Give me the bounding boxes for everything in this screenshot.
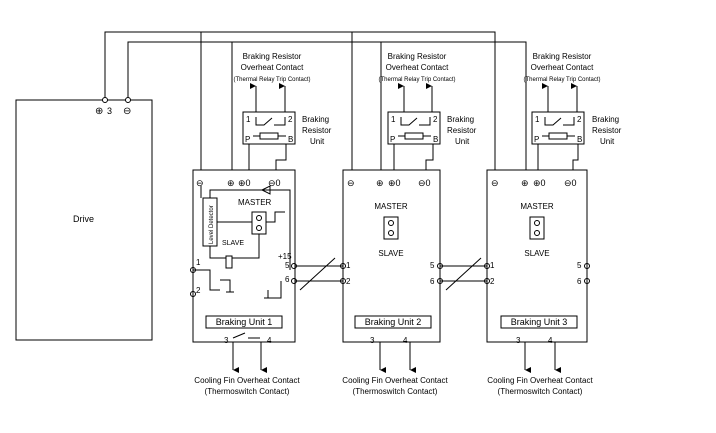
svg-text:2: 2 — [196, 286, 201, 295]
master-label: MASTER — [520, 202, 554, 211]
braking-resistor-1: Braking Resistor Overheat Contact (Therm… — [233, 52, 331, 146]
svg-text:⊕0: ⊕0 — [238, 178, 251, 188]
svg-text:⊖0: ⊖0 — [564, 178, 577, 188]
resistor-title-line3: (Thermal Relay Trip Contact) — [523, 77, 600, 83]
svg-text:P: P — [245, 135, 250, 144]
slave-label: SLAVE — [524, 249, 549, 258]
svg-text:⊕0: ⊕0 — [388, 178, 401, 188]
svg-text:1: 1 — [346, 261, 351, 270]
svg-text:1: 1 — [246, 115, 251, 124]
svg-text:1: 1 — [490, 261, 495, 270]
drive-plus-terminal-number: 3 — [107, 106, 112, 116]
svg-text:3: 3 — [516, 336, 521, 345]
cooling-fin-captions: Cooling Fin Overheat Contact (Thermoswit… — [194, 376, 593, 396]
svg-text:4: 4 — [403, 336, 408, 345]
svg-text:4: 4 — [548, 336, 553, 345]
svg-text:4: 4 — [267, 336, 272, 345]
svg-text:3: 3 — [224, 336, 229, 345]
svg-text:Braking: Braking — [592, 115, 619, 124]
braking-unit-label: Braking Unit 2 — [365, 317, 422, 327]
svg-text:2: 2 — [346, 277, 351, 286]
svg-text:⊕: ⊕ — [227, 178, 235, 188]
cooling-caption-line2: (Thermoswitch Contact) — [353, 387, 438, 396]
cooling-caption-line1: Cooling Fin Overheat Contact — [194, 376, 300, 385]
svg-text:5: 5 — [577, 261, 582, 270]
drive-label: Drive — [73, 214, 94, 224]
cooling-caption-line2: (Thermoswitch Contact) — [498, 387, 583, 396]
svg-text:2: 2 — [288, 115, 293, 124]
braking-resistor-3: Braking Resistor Overheat Contact (Therm… — [523, 52, 621, 146]
svg-text:Unit: Unit — [310, 137, 325, 146]
svg-text:Resistor: Resistor — [592, 126, 622, 135]
dc-bus-wiring — [104, 31, 579, 291]
braking-unit-box — [486, 169, 588, 343]
cooling-caption-line2: (Thermoswitch Contact) — [205, 387, 290, 396]
svg-text:⊖0: ⊖0 — [268, 178, 281, 188]
svg-text:2: 2 — [577, 115, 582, 124]
svg-text:B: B — [433, 135, 438, 144]
braking-unit-3: ⊖ ⊕ ⊕0 ⊖0 MASTER SLAVE 1 2 5 6 Braking U… — [484, 169, 590, 373]
svg-text:1: 1 — [391, 115, 396, 124]
svg-text:6: 6 — [577, 277, 582, 286]
resistor-title-line2: Overheat Contact — [241, 63, 304, 72]
svg-text:5: 5 — [285, 261, 290, 270]
level-detector-label: Level Detector — [209, 205, 215, 244]
resistor-title-line2: Overheat Contact — [531, 63, 594, 72]
svg-text:6: 6 — [285, 275, 290, 284]
svg-text:Resistor: Resistor — [447, 126, 477, 135]
resistor-title-line1: Braking Resistor — [243, 52, 302, 61]
braking-unit-label-box — [354, 315, 432, 329]
svg-text:⊖: ⊖ — [491, 178, 499, 188]
slave-label: SLAVE — [378, 249, 403, 258]
svg-text:P: P — [534, 135, 539, 144]
cooling-caption-line1: Cooling Fin Overheat Contact — [342, 376, 448, 385]
svg-text:3: 3 — [370, 336, 375, 345]
resistor-title-line3: (Thermal Relay Trip Contact) — [233, 77, 310, 83]
master-label: MASTER — [238, 198, 272, 207]
svg-text:Unit: Unit — [600, 137, 615, 146]
svg-text:⊕: ⊕ — [376, 178, 384, 188]
svg-text:1: 1 — [535, 115, 540, 124]
svg-text:+15: +15 — [278, 252, 292, 261]
svg-text:Braking: Braking — [447, 115, 474, 124]
braking-unit-2: ⊖ ⊕ ⊕0 ⊖0 MASTER SLAVE 1 2 5 6 Braking U… — [340, 169, 443, 373]
cooling-caption-line1: Cooling Fin Overheat Contact — [487, 376, 593, 385]
braking-unit-label-box — [500, 315, 578, 329]
drive-unit: ⊕ 3 ⊖ Drive — [15, 97, 153, 341]
svg-text:Unit: Unit — [455, 137, 470, 146]
master-label: MASTER — [374, 202, 408, 211]
drive-minus-terminal: ⊖ — [123, 106, 131, 117]
braking-unit-label-box — [205, 315, 283, 329]
svg-text:⊖: ⊖ — [196, 178, 204, 188]
braking-unit-label: Braking Unit 1 — [216, 317, 273, 327]
svg-text:⊕0: ⊕0 — [533, 178, 546, 188]
resistor-title-line2: Overheat Contact — [386, 63, 449, 72]
braking-resistor-2: Braking Resistor Overheat Contact (Therm… — [378, 52, 476, 146]
svg-text:2: 2 — [490, 277, 495, 286]
svg-text:2: 2 — [433, 115, 438, 124]
braking-unit-label: Braking Unit 3 — [511, 317, 568, 327]
resistor-title-line1: Braking Resistor — [388, 52, 447, 61]
svg-text:B: B — [577, 135, 582, 144]
resistor-title-line3: (Thermal Relay Trip Contact) — [378, 77, 455, 83]
svg-text:⊕: ⊕ — [521, 178, 529, 188]
svg-text:⊖0: ⊖0 — [418, 178, 431, 188]
drive-box — [15, 99, 153, 341]
braking-unit-1: ⊖ ⊕ ⊕0 ⊖0 Level Detector MASTER SLAVE +1… — [190, 169, 297, 373]
drive-plus-terminal: ⊕ — [95, 106, 103, 117]
svg-text:Resistor: Resistor — [302, 126, 332, 135]
resistor-title-line1: Braking Resistor — [533, 52, 592, 61]
braking-unit-box — [342, 169, 441, 343]
svg-text:P: P — [390, 135, 395, 144]
slave-label: SLAVE — [222, 240, 244, 247]
svg-text:5: 5 — [430, 261, 435, 270]
svg-text:Braking: Braking — [302, 115, 329, 124]
svg-text:1: 1 — [196, 258, 201, 267]
svg-text:B: B — [288, 135, 293, 144]
svg-text:6: 6 — [430, 277, 435, 286]
svg-text:⊖: ⊖ — [347, 178, 355, 188]
